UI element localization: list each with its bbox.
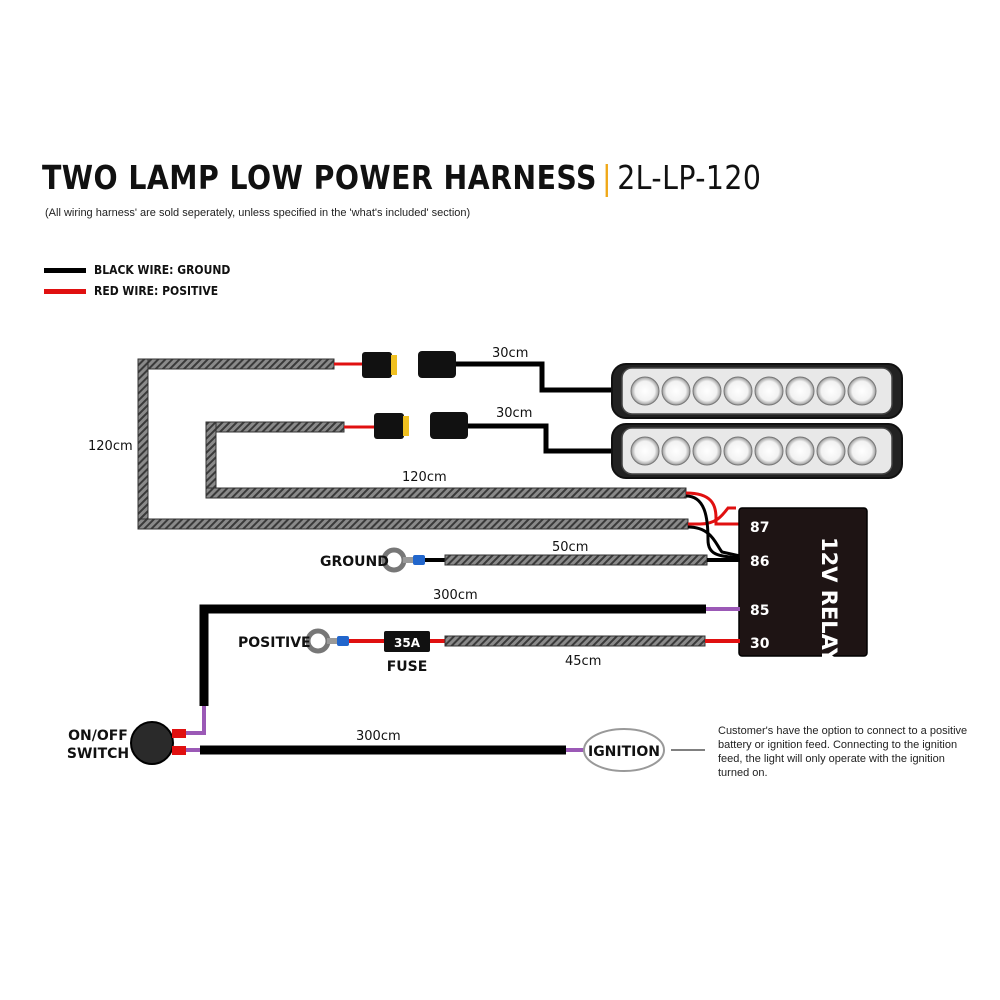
length-ground-lead: 50cm (552, 540, 588, 555)
ignition-note: Customer's have the option to connect to… (718, 725, 968, 779)
ignition-wire: IGNITION (186, 728, 705, 772)
component-labels: GROUND POSITIVE FUSE ON/OFF SWITCH (67, 554, 427, 762)
on-off-switch (130, 721, 186, 765)
relay-pin-86: 86 (750, 554, 769, 570)
legend-red-swatch (44, 288, 86, 294)
relay-label: 12V RELAY (817, 537, 841, 664)
ground-lead (381, 547, 740, 573)
lamp1-lead-wire (456, 361, 615, 393)
outer-loop-sleeve (137, 358, 689, 530)
lamp1-connector (334, 351, 456, 378)
length-inner-loop: 120cm (402, 470, 447, 485)
positive-fuse-lead: 35A (305, 628, 740, 654)
lamp2-connector (344, 412, 468, 439)
legend-item-ground: BLACK WIRE: GROUND (44, 262, 246, 278)
ground-label: GROUND (320, 554, 389, 570)
positive-label: POSITIVE (238, 635, 311, 651)
length-switch-to-ignition: 300cm (356, 729, 401, 744)
switch-to-relay-wire (184, 604, 740, 735)
switch-label-line1: ON/OFF (68, 728, 128, 744)
length-labels: 30cm 30cm 120cm 120cm 50cm 300cm 45cm 30… (88, 346, 601, 744)
length-switch-to-relay: 300cm (433, 588, 478, 603)
legend-label-positive: RED WIRE: POSITIVE (94, 284, 219, 298)
subtitle: (All wiring harness' are sold seperately… (45, 207, 471, 219)
ignition-label: IGNITION (588, 744, 660, 760)
relay-pin-30: 30 (750, 636, 770, 652)
fuse-rating: 35A (394, 636, 421, 650)
relay-12v: 87 86 85 30 12V RELAY (738, 507, 868, 664)
light-bar-1 (611, 363, 903, 419)
light-bar-2 (611, 423, 903, 479)
length-lamp2-lead: 30cm (496, 406, 532, 421)
switch-label-line2: SWITCH (67, 746, 129, 762)
title-separator: | (602, 158, 613, 197)
lamp2-lead-wire (468, 423, 615, 454)
legend-black-swatch (44, 267, 86, 273)
relay-pin-85: 85 (750, 603, 769, 619)
length-fuse-lead: 45cm (565, 654, 601, 669)
diagram-title: TWO LAMP LOW POWER HARNESS|2L-LP-120 (42, 158, 761, 197)
legend-label-ground: BLACK WIRE: GROUND (94, 263, 231, 277)
relay-pin-87: 87 (750, 520, 769, 536)
length-outer-loop: 120cm (88, 439, 133, 454)
fuse-label: FUSE (387, 659, 428, 675)
title-text: TWO LAMP LOW POWER HARNESS (42, 158, 597, 197)
length-lamp1-lead: 30cm (492, 346, 528, 361)
loop-to-relay-wires (685, 491, 741, 560)
legend-item-positive: RED WIRE: POSITIVE (44, 283, 232, 299)
product-code: 2L-LP-120 (617, 158, 762, 197)
